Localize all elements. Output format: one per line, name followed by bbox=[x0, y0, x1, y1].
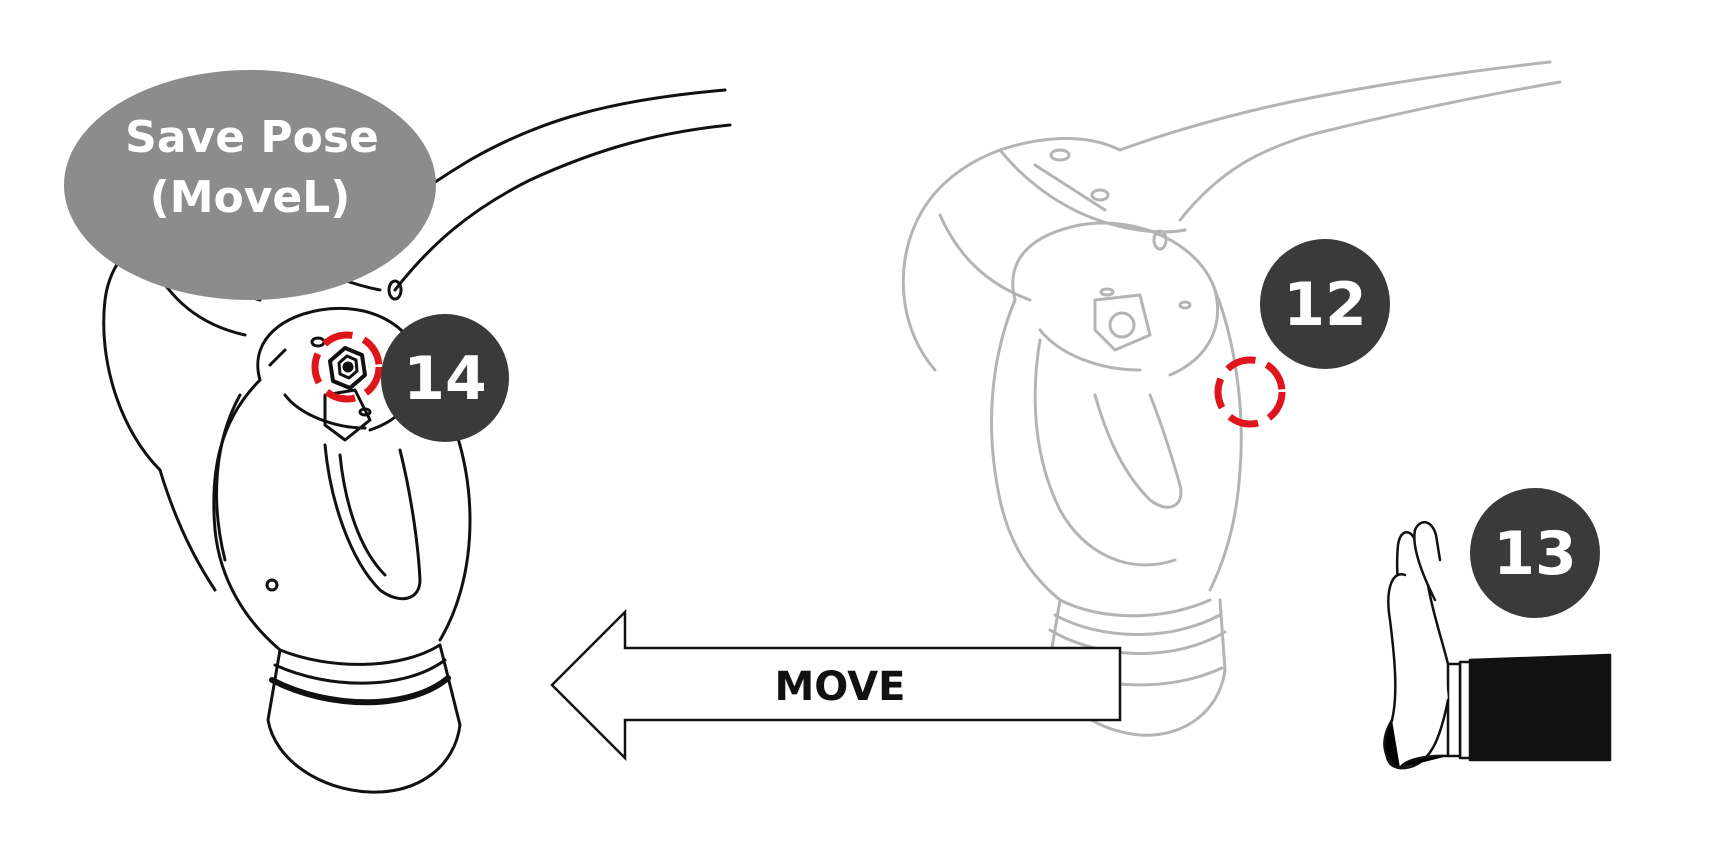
callout-line-1: Save Pose bbox=[125, 112, 379, 163]
step-badge-right-hand: 13 bbox=[1470, 488, 1600, 618]
step-badge-right-hand-label: 13 bbox=[1493, 519, 1577, 589]
step-badge-right-top-label: 12 bbox=[1283, 270, 1367, 340]
hand-icon bbox=[1383, 521, 1612, 770]
step-badge-right-top: 12 bbox=[1260, 239, 1390, 369]
highlight-circle-start-button bbox=[1214, 356, 1286, 428]
move-arrow-label: MOVE bbox=[774, 664, 905, 710]
highlight-circle-hex-button bbox=[311, 331, 383, 403]
move-arrow: MOVE bbox=[550, 608, 1122, 762]
save-pose-callout: Save Pose (MoveL) bbox=[64, 70, 436, 300]
robot-arm-saved-pose bbox=[102, 88, 732, 794]
robot-arm-start-pose bbox=[901, 60, 1562, 737]
step-badge-left-label: 14 bbox=[403, 344, 487, 414]
step-badge-left: 14 bbox=[381, 314, 509, 442]
callout-line-2: (MoveL) bbox=[150, 172, 351, 223]
